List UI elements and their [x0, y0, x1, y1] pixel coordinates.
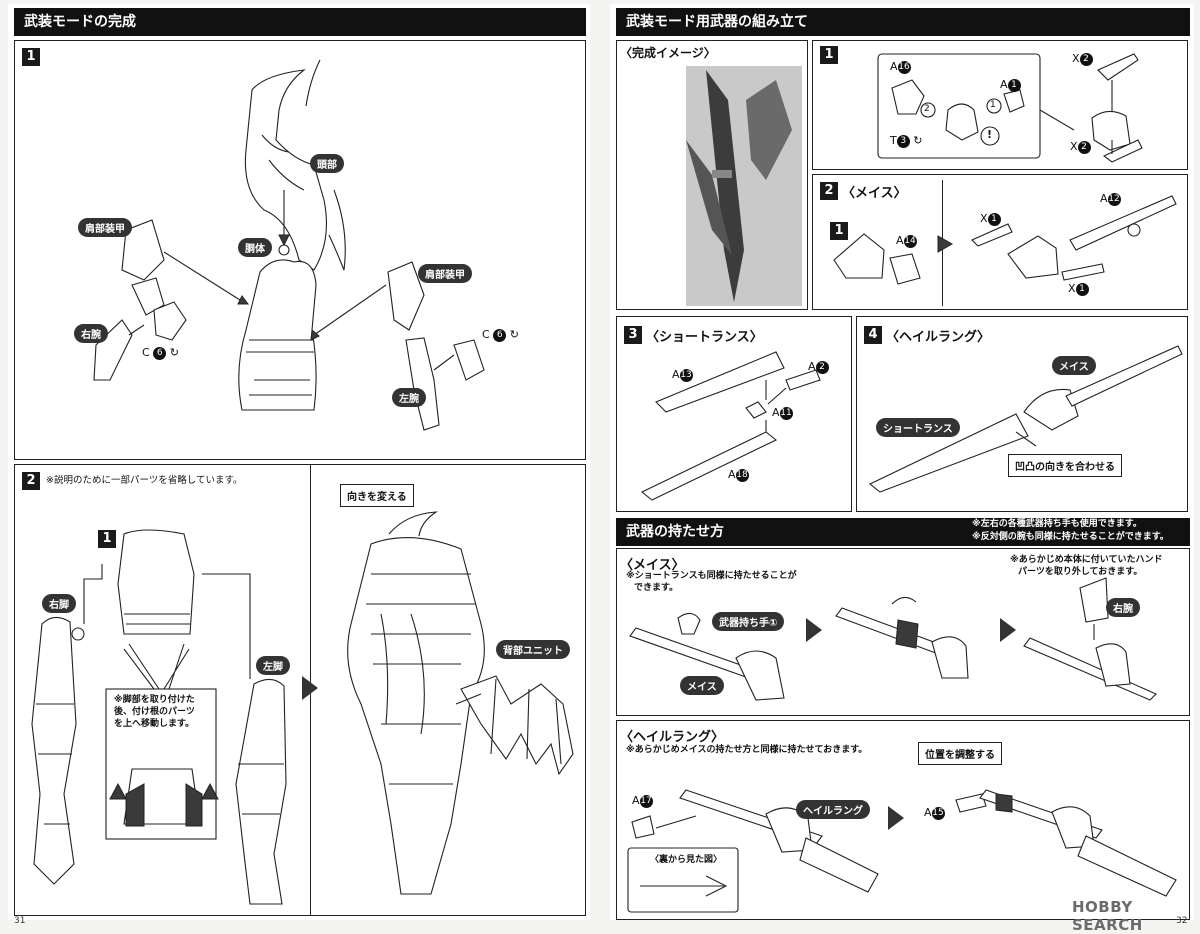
label-mace-holding: メイス	[680, 676, 724, 695]
holding-hail-illustration	[627, 789, 1177, 913]
align-callout: 凹凸の向きを合わせる	[1008, 454, 1122, 477]
remove-hand-note: ※あらかじめ本体に付いていたハンド パーツを取り外しておきます。	[1010, 555, 1163, 577]
part-a14: A14	[896, 234, 917, 248]
label-shoulder-armor-left: 肩部装甲	[418, 264, 472, 283]
leg-attach-note: ※脚部を取り付けた 後、付け根のパーツ を上へ移動します。	[114, 695, 195, 729]
right-page-number: 32	[1176, 916, 1188, 926]
left-page-header: 武装モードの完成	[14, 8, 586, 36]
short-lance-step-title: 〈ショートランス〉	[646, 330, 763, 345]
part-a17: A17	[632, 794, 653, 808]
adjust-position-callout: 位置を調整する	[918, 742, 1002, 765]
mace-step-title: 〈メイス〉	[842, 186, 907, 201]
part-c6-left: C 6 ↻	[482, 328, 519, 342]
part-a13: A13	[672, 368, 693, 382]
back-view-caption: 〈裏から見た図〉	[650, 855, 723, 865]
step1-number: 1	[22, 48, 40, 66]
part-a11: A11	[772, 406, 793, 420]
right-page-header: 武装モード用武器の組み立て	[616, 8, 1190, 36]
weapon-step1-number: 1	[820, 46, 838, 64]
next-arrow-icon	[888, 806, 904, 830]
step1-illustration	[93, 59, 485, 431]
label-hail-lung: ヘイルラング	[796, 800, 870, 819]
label-mace: メイス	[1052, 356, 1096, 375]
left-page-number: 31	[14, 916, 26, 926]
step2-illustration-legs	[31, 529, 287, 905]
short-lance-illustration	[640, 351, 821, 501]
weapon-step1-illustration	[877, 53, 1143, 163]
part-a15: A15	[924, 806, 945, 820]
glue-icon: ↻	[913, 134, 923, 147]
part-a18: A18	[728, 468, 749, 482]
mace-illustration	[833, 195, 1177, 285]
label-left-leg: 左脚	[256, 656, 290, 675]
holding-note-1: ※左右の各種武器持ち手も使用できます。	[972, 519, 1142, 529]
holding-hail-title: 〈ヘイルラング〉	[620, 730, 725, 745]
label-right-arm-holding: 右腕	[1106, 598, 1140, 617]
glue-icon: ↻	[509, 328, 519, 341]
short-lance-step-number: 3	[624, 326, 642, 344]
next-arrow-icon	[302, 676, 318, 700]
label-body: 胴体	[238, 238, 272, 257]
step2-sub-number: 1	[98, 530, 116, 548]
holding-mace-title: 〈メイス〉	[620, 558, 685, 573]
label-shoulder-armor-right: 肩部装甲	[78, 218, 132, 237]
part-c6-right: C 6 ↻	[142, 346, 179, 360]
label-head: 頭部	[310, 154, 344, 173]
label-left-arm: 左腕	[392, 388, 426, 407]
step2-illustration-assembled	[347, 511, 574, 895]
mace-step-number: 2	[820, 182, 838, 200]
holding-note-2: ※反対側の腕も同様に持たせることができます。	[972, 532, 1169, 542]
order-mark-1: 1	[990, 100, 996, 110]
holding-header: 武器の持たせ方	[616, 518, 1190, 546]
label-back-unit: 背部ユニット	[496, 640, 570, 659]
label-right-leg: 右脚	[42, 594, 76, 613]
preview-image	[686, 66, 802, 306]
mace-sub-number: 1	[830, 222, 848, 240]
holding-hail-note: ※あらかじめメイスの持たせ方と同様に持たせておきます。	[626, 745, 868, 755]
caution-icon: !	[987, 128, 993, 141]
step2-note: ※説明のために一部パーツを省略しています。	[46, 475, 243, 486]
hail-lung-illustration	[868, 345, 1183, 493]
hail-lung-step-number: 4	[864, 326, 882, 344]
preview-title: 〈完成イメージ〉	[620, 46, 716, 60]
label-weapon-hand: 武器持ち手①	[712, 612, 785, 631]
short-lance-step-box	[616, 316, 852, 512]
step2-number: 2	[22, 472, 40, 490]
label-short-lance: ショートランス	[876, 418, 960, 437]
part-a12: A12	[1100, 192, 1121, 206]
holding-mace-note: ※ショートランスも同様に持たせることが できます。	[626, 571, 797, 593]
glue-icon: ↻	[169, 346, 179, 359]
hail-lung-step-title: 〈ヘイルラング〉	[886, 330, 991, 345]
next-arrow-icon	[1000, 618, 1016, 642]
label-right-arm: 右腕	[74, 324, 108, 343]
order-mark-2: 2	[924, 104, 930, 114]
turn-direction-callout: 向きを変える	[340, 484, 414, 507]
holding-mace-illustration	[629, 577, 1157, 701]
part-a16: A16	[890, 60, 911, 74]
next-arrow-icon	[806, 618, 822, 642]
